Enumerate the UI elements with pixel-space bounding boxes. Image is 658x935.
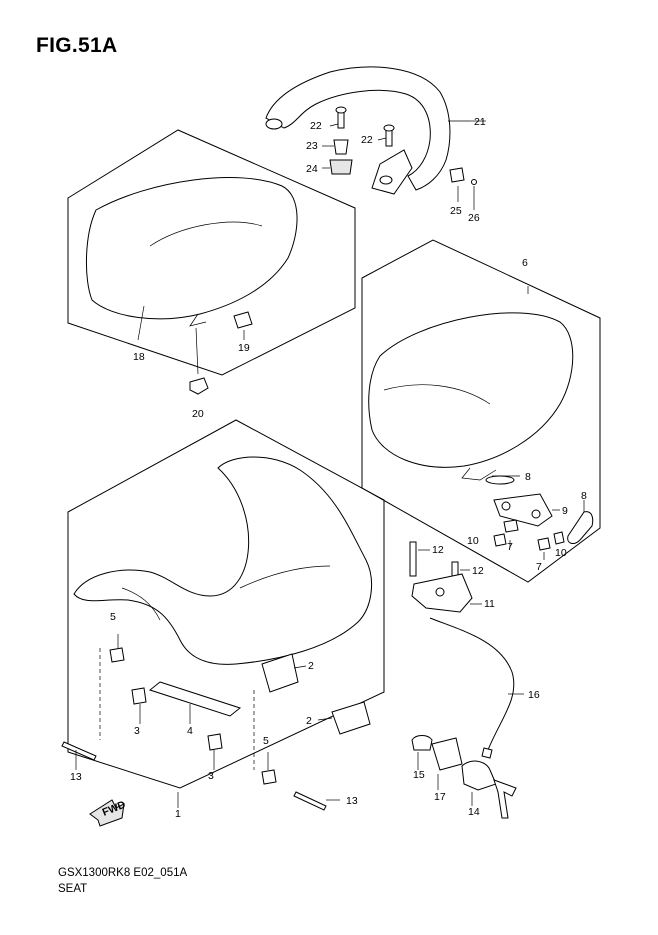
rubber-part-24: [329, 159, 353, 175]
band-part-8b: [567, 511, 594, 544]
callout-19: 19: [238, 342, 250, 354]
callout-7b: 7: [536, 561, 542, 573]
callout-12b: 12: [472, 565, 484, 577]
collar-part-23: [333, 139, 349, 155]
callout-5b: 5: [263, 735, 269, 747]
pad-part-2b: [331, 701, 371, 735]
callout-22a: 22: [310, 120, 322, 132]
figure-title: FIG.51A: [36, 34, 118, 57]
callout-4: 4: [187, 725, 193, 737]
callout-26: 26: [468, 212, 480, 224]
bolt-part-12a: [409, 541, 417, 577]
callout-17: 17: [434, 791, 446, 803]
grommet-part-10b: [553, 531, 565, 545]
callout-10b: 10: [555, 547, 567, 559]
callout-3b: 3: [208, 770, 214, 782]
callout-23: 23: [306, 140, 318, 152]
cushion-part-3b: [207, 733, 223, 751]
callout-24: 24: [306, 163, 318, 175]
clip-part-15: [411, 735, 433, 751]
cushion-part-20: [189, 377, 209, 395]
callout-11: 11: [484, 598, 495, 610]
callout-7a: 7: [507, 541, 513, 553]
nut-part-7b: [537, 537, 551, 551]
callout-20: 20: [192, 408, 204, 420]
cushion-part-3a: [131, 687, 147, 705]
callout-15: 15: [413, 769, 425, 781]
forward-arrow-icon: FWD: [89, 799, 128, 827]
callout-3a: 3: [134, 725, 140, 737]
grommet-part-10a: [493, 533, 507, 547]
callout-13a: 13: [70, 771, 82, 783]
front-seat-part-1: [73, 456, 372, 665]
pillion-seat-part-6: [368, 312, 574, 468]
callout-16: 16: [528, 689, 540, 701]
cable-part-16: [429, 617, 515, 751]
callout-5a: 5: [110, 611, 116, 623]
diagram-name: SEAT: [58, 883, 88, 895]
grommet-part-5b: [261, 769, 277, 785]
pad-part-19: [233, 311, 253, 329]
lock-part-14: [461, 760, 497, 791]
holder-part-17: [431, 737, 463, 771]
callout-12a: 12: [432, 544, 444, 556]
nut-part-7a: [503, 519, 519, 533]
bracket-part-9: [493, 493, 553, 527]
callout-25: 25: [450, 205, 462, 217]
grommet-part-5a: [109, 647, 125, 663]
callout-1: 1: [175, 808, 181, 820]
grab-handle-part-21: [265, 66, 451, 191]
callout-2a: 2: [308, 660, 314, 672]
bolt-part-13b: [293, 791, 327, 811]
pad-part-2a: [261, 653, 299, 693]
diagram-code: GSX1300RK8 E02_051A: [58, 867, 188, 879]
group-outline-1: [67, 419, 385, 789]
callout-6: 6: [522, 257, 528, 269]
callout-10a: 10: [467, 535, 479, 547]
callout-8a: 8: [525, 471, 531, 483]
callout-22b: 22: [361, 134, 373, 146]
band-part-8a: [485, 475, 515, 485]
callout-18: 18: [133, 351, 145, 363]
callout-14: 14: [468, 806, 480, 818]
rear-cowl-part-18: [85, 177, 298, 320]
group-outline-18: [67, 129, 356, 376]
callout-21: 21: [474, 116, 486, 128]
callout-13b: 13: [346, 795, 358, 807]
bolt-part-13a: [61, 741, 97, 761]
callout-9: 9: [562, 505, 568, 517]
nut-part-25: [449, 167, 465, 183]
callout-2b: 2: [306, 715, 312, 727]
tape-part-4: [148, 681, 242, 717]
washer-part-26: [471, 179, 477, 185]
callout-8b: 8: [581, 490, 587, 502]
